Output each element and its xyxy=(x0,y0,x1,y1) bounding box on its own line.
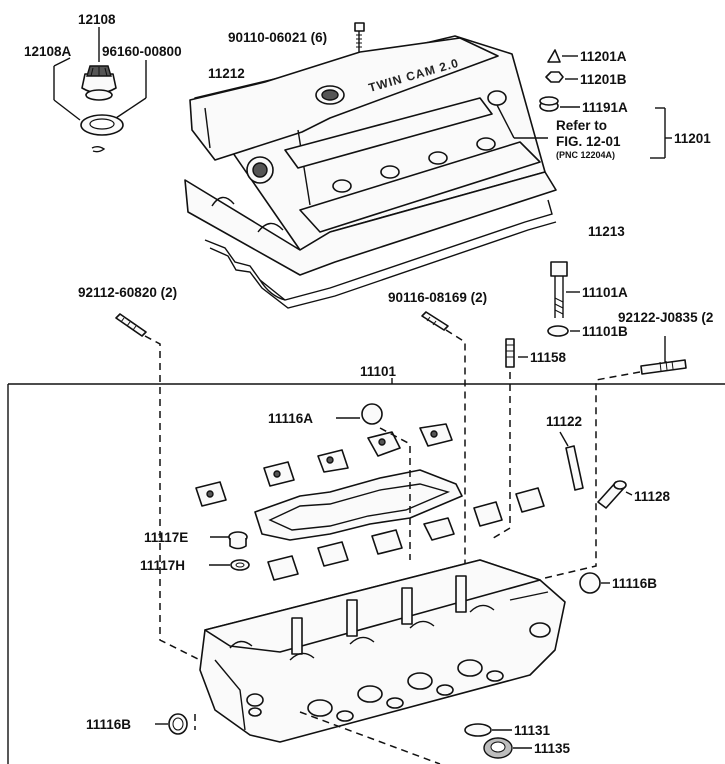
pipe-11128 xyxy=(597,480,633,509)
plug-11116a xyxy=(336,403,383,425)
label-refer-line1: Refer to xyxy=(556,118,607,133)
label-11101: 11101 xyxy=(360,364,397,379)
oil-filler-cap-group xyxy=(53,27,147,153)
stud-92122 xyxy=(544,336,687,579)
label-11191a: 11191A xyxy=(582,100,628,115)
label-11128: 11128 xyxy=(634,489,671,504)
label-92112: 92112-60820 (2) xyxy=(78,285,177,300)
label-11101b: 11101B xyxy=(582,324,628,339)
label-90116: 90116-08169 (2) xyxy=(388,290,487,305)
label-11122: 11122 xyxy=(546,414,582,429)
label-11117e: 11117E xyxy=(144,530,188,545)
label-11201: 11201 xyxy=(674,131,711,146)
label-11116b-left: 11116B xyxy=(86,717,131,732)
label-11117h: 11117H xyxy=(140,558,185,573)
seal-11135 xyxy=(483,737,532,759)
label-11201b: 11201B xyxy=(580,72,627,87)
label-11212: 11212 xyxy=(208,66,245,81)
label-12108: 12108 xyxy=(78,12,116,27)
plug-11116b-left xyxy=(155,713,188,735)
label-11158: 11158 xyxy=(530,350,567,365)
head-bolt-11101a xyxy=(547,261,580,337)
plug-11117e xyxy=(210,531,248,550)
label-11201a: 11201A xyxy=(580,49,627,64)
cover-bolt-90110 xyxy=(354,22,365,52)
label-96160: 96160-00800 xyxy=(102,44,182,59)
stud-90116 xyxy=(421,311,466,590)
assembly-bracket-11101 xyxy=(7,378,725,764)
cover-grommets xyxy=(496,49,672,159)
label-11213: 11213 xyxy=(588,224,625,239)
label-11131: 11131 xyxy=(514,723,551,738)
cylinder-head-cover: TWIN CAM 2.0 xyxy=(184,35,557,276)
guide-11122 xyxy=(559,431,584,491)
pin-11158 xyxy=(489,338,528,541)
label-92122: 92122-J0835 (2 xyxy=(618,310,713,325)
cam-housing-frame xyxy=(254,427,463,560)
label-11116a: 11116A xyxy=(268,411,313,426)
seal-11131 xyxy=(464,723,512,737)
head-cover-gasket xyxy=(204,199,557,309)
part-labels: 12108 12108A 96160-00800 90110-06021 (6)… xyxy=(24,12,713,756)
label-refer-line3: (PNC 12204A) xyxy=(556,150,615,160)
plug-11117h xyxy=(209,559,250,571)
camshaft-bearing-caps xyxy=(195,423,545,581)
label-11101a: 11101A xyxy=(582,285,628,300)
cylinder-head xyxy=(194,559,566,764)
stud-92112 xyxy=(115,313,211,666)
label-11135: 11135 xyxy=(534,741,571,756)
label-12108a: 12108A xyxy=(24,44,72,59)
plug-11116b-right xyxy=(579,572,610,594)
label-90110: 90110-06021 (6) xyxy=(228,30,327,45)
label-refer-line2: FIG. 12-01 xyxy=(556,134,621,149)
label-11116b-right: 11116B xyxy=(612,576,657,591)
